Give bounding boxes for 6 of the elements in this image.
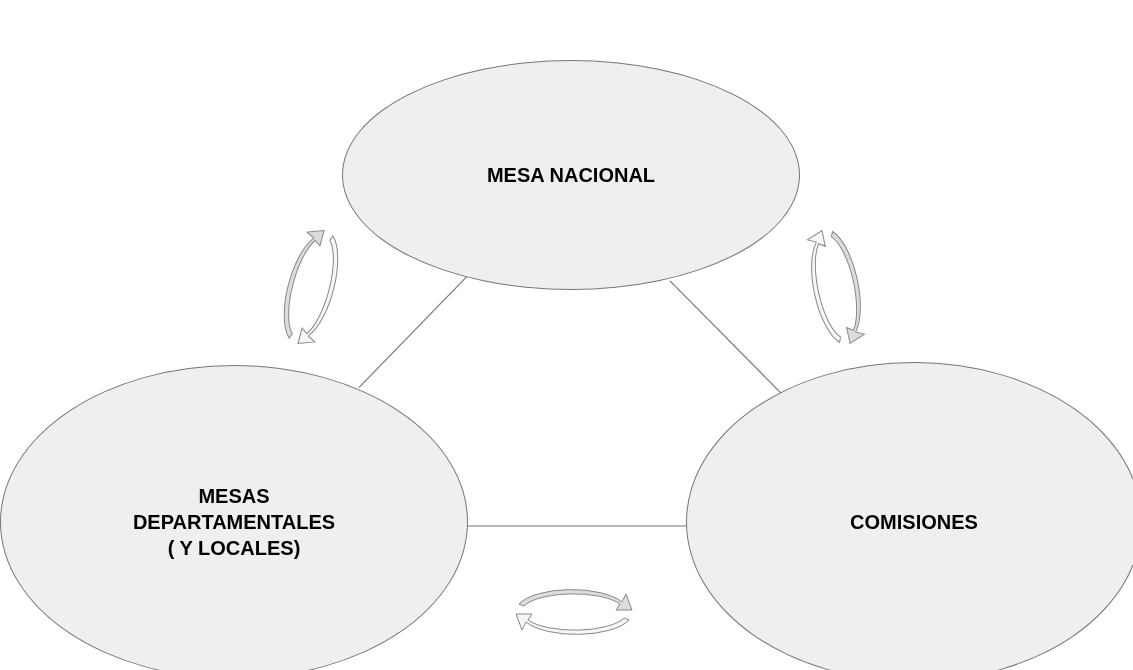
- connector-line: [669, 280, 782, 394]
- connector-line: [358, 274, 469, 389]
- node-label: MESAS DEPARTAMENTALES ( Y LOCALES): [131, 484, 337, 561]
- node-label: MESA NACIONAL: [485, 163, 657, 188]
- node-label: COMISIONES: [849, 510, 979, 535]
- connector-line: [467, 525, 687, 527]
